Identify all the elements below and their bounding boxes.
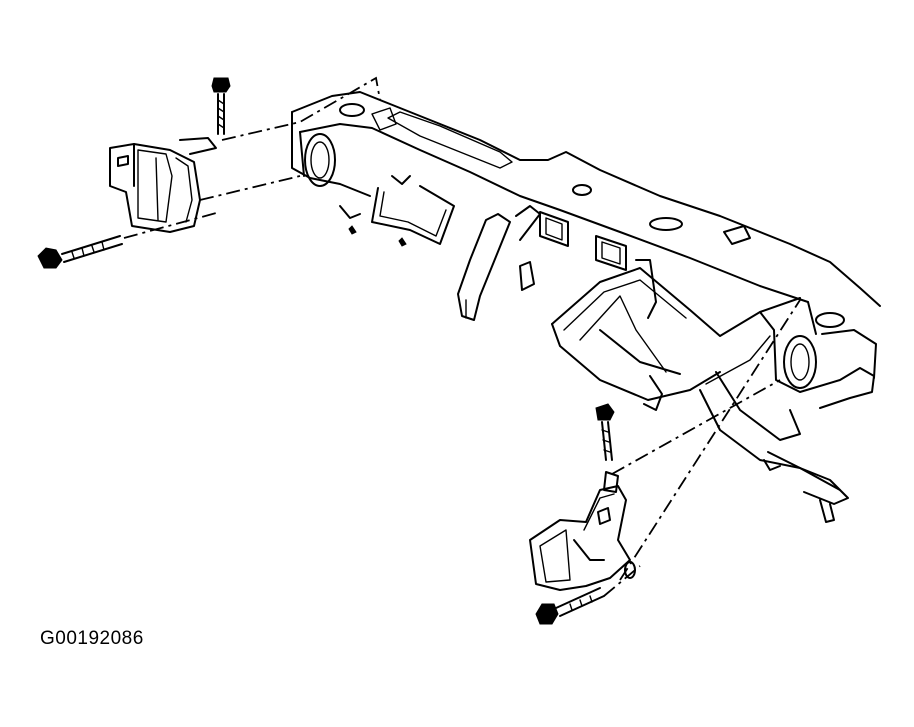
right-horizontal-bolt <box>535 561 636 625</box>
alignment-lines <box>123 76 801 597</box>
left-horizontal-bolt <box>37 235 123 269</box>
left-vertical-bolt <box>211 77 231 135</box>
right-mount-bracket <box>529 471 631 591</box>
right-vertical-bolt <box>595 403 615 461</box>
figure-code: G00192086 <box>40 628 144 649</box>
frame-crossmember <box>291 91 881 523</box>
left-mount-bracket <box>109 137 217 233</box>
